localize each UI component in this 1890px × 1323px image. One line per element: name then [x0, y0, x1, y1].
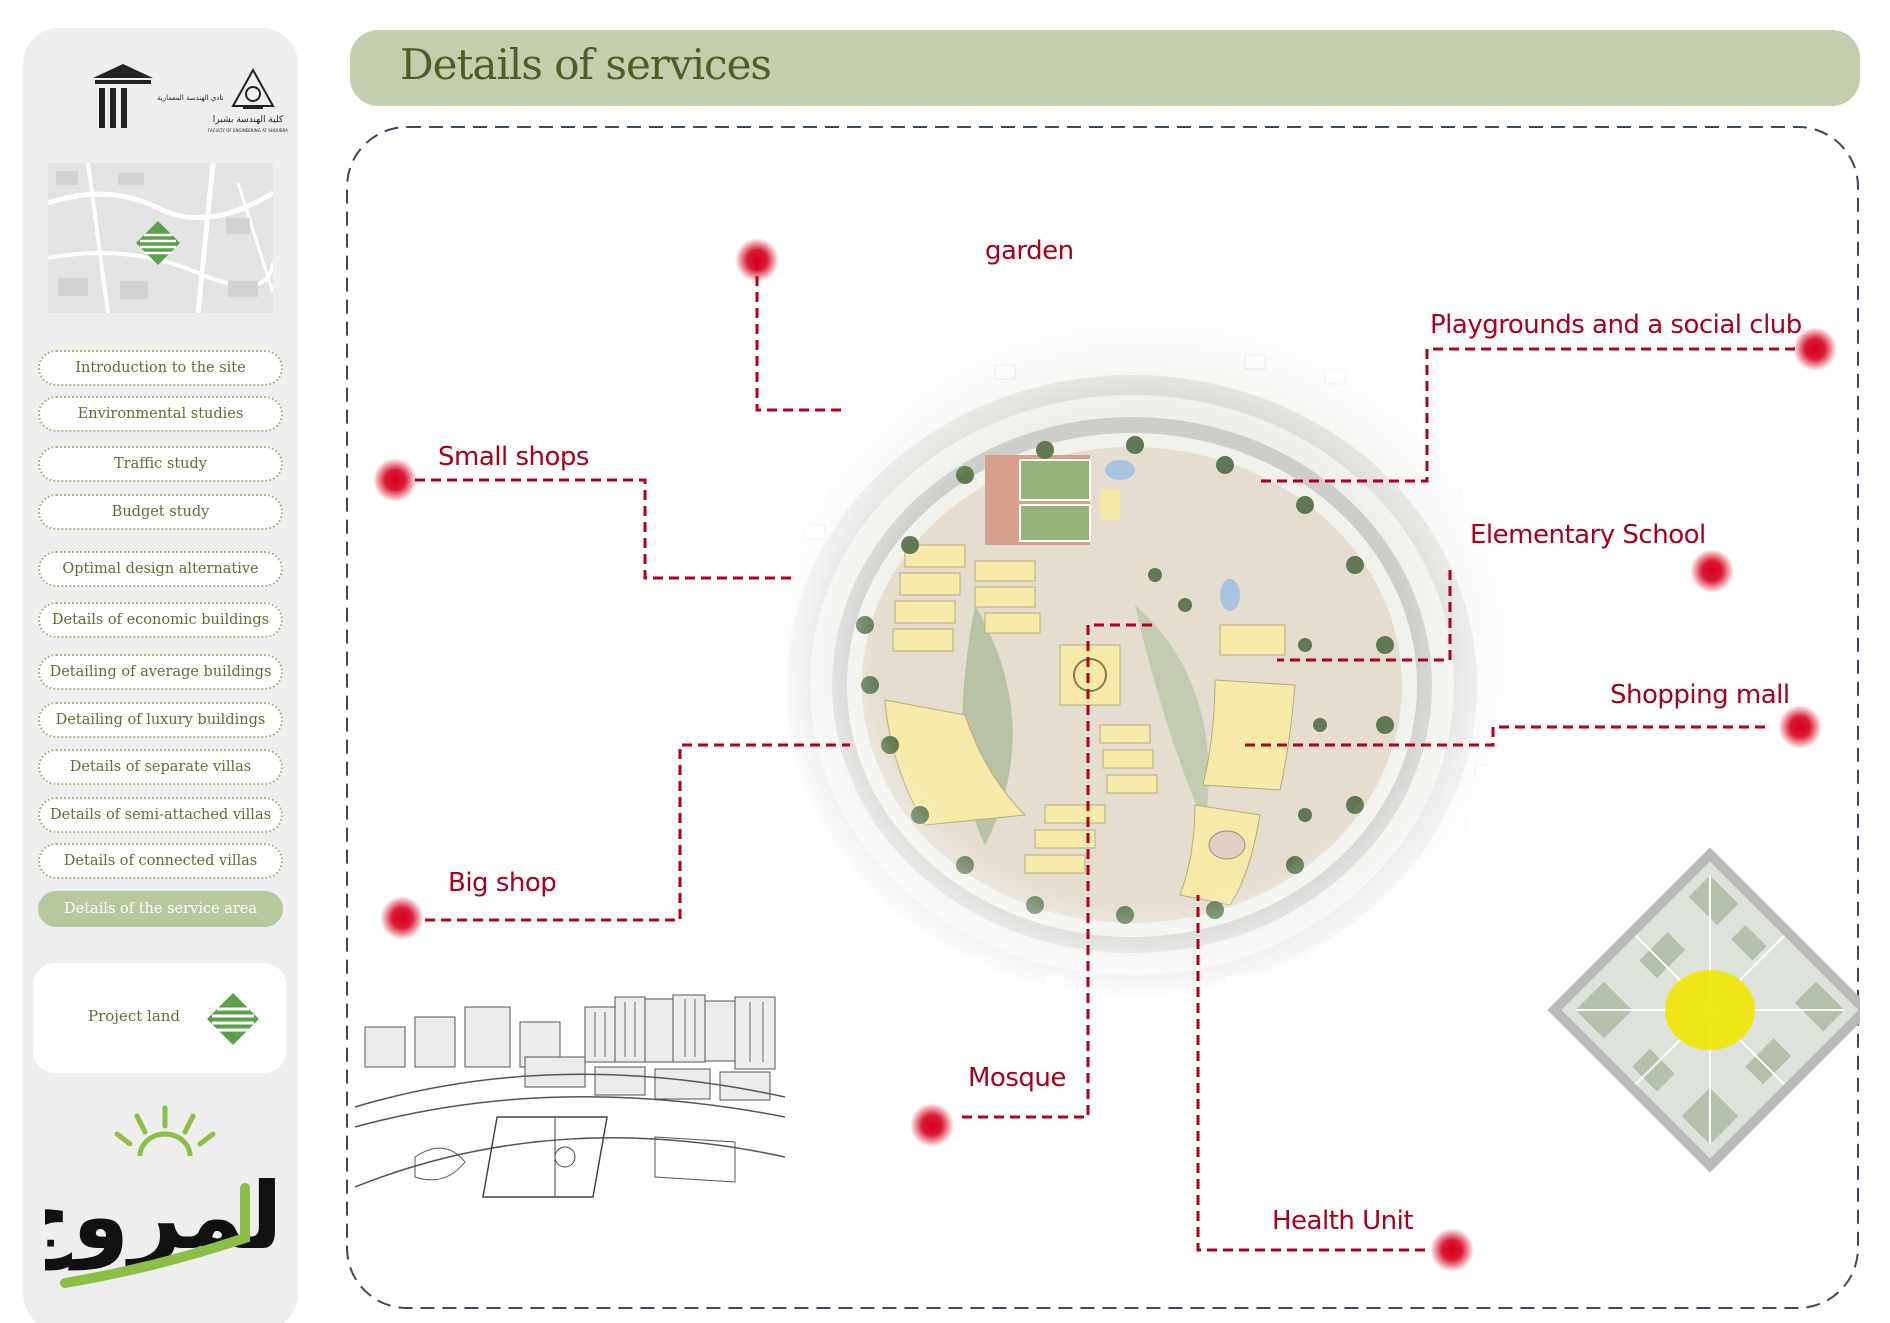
menu-item-budget[interactable]: Budget study: [38, 494, 283, 530]
logos: نادي الهندسة المعمارية كلية الهندسة بشبر…: [73, 50, 303, 140]
menu-item-connected-villas[interactable]: Details of connected villas: [38, 843, 283, 879]
small-shops-dot[interactable]: [373, 458, 417, 502]
site-minimap: [48, 163, 273, 313]
logo-right-subtext: FACULTY OF ENGINEERING AT SHOUBRA: [208, 128, 288, 133]
leader-lines: [415, 260, 1795, 1252]
location-keymap: [1547, 847, 1860, 1173]
content-frame: [346, 126, 1860, 1309]
menu-item-economic-buildings[interactable]: Details of economic buildings: [38, 602, 283, 638]
garden-dot[interactable]: [735, 238, 779, 282]
big-shop-dot[interactable]: [380, 896, 424, 940]
elementary-school-dot[interactable]: [1690, 549, 1734, 593]
almorooj-brand-logo: المروج: [45, 1105, 275, 1288]
callout-small-shops: Small shops: [438, 442, 589, 472]
legend-label: Project land: [88, 1007, 181, 1025]
dashed-frame-border: [346, 126, 1859, 1309]
health-unit-dot[interactable]: [1430, 1228, 1474, 1272]
project-land-icon: [136, 221, 180, 265]
logo-right-text: كلية الهندسة بشبرا: [213, 115, 284, 125]
shopping-mall-dot[interactable]: [1778, 705, 1822, 749]
callout-dots: [373, 238, 1837, 1272]
legend: Project land: [33, 963, 286, 1073]
menu-item-semi-attached-villas[interactable]: Details of semi-attached villas: [38, 797, 283, 833]
3d-render-view: [354, 987, 786, 1237]
sidebar: نادي الهندسة المعمارية كلية الهندسة بشبر…: [23, 28, 298, 1323]
page-title: Details of services: [400, 40, 772, 89]
menu-item-introduction[interactable]: Introduction to the site: [38, 350, 283, 386]
callout-big-shop: Big shop: [448, 868, 557, 898]
callout-playgrounds: Playgrounds and a social club: [1430, 310, 1802, 340]
menu-item-traffic[interactable]: Traffic study: [38, 446, 283, 482]
menu-item-separate-villas[interactable]: Details of separate villas: [38, 749, 283, 785]
brand-text: المروج: [45, 1163, 275, 1271]
menu-item-optimal-design[interactable]: Optimal design alternative: [38, 551, 283, 587]
callout-garden: garden: [985, 236, 1074, 266]
project-land-legend-icon: [207, 993, 259, 1045]
faculty-logos: نادي الهندسة المعمارية كلية الهندسة بشبر…: [93, 64, 288, 133]
master-plan: [765, 305, 1525, 1005]
header-bar: Details of services: [350, 30, 1860, 106]
playgrounds-dot[interactable]: [1793, 327, 1837, 371]
callout-mosque: Mosque: [968, 1063, 1066, 1093]
menu-item-environmental[interactable]: Environmental studies: [38, 396, 283, 432]
menu-item-luxury-buildings[interactable]: Detailing of luxury buildings: [38, 702, 283, 738]
menu-item-service-area[interactable]: Details of the service area: [38, 891, 283, 927]
logo-left-text: نادي الهندسة المعمارية: [157, 94, 224, 102]
callout-elementary-school: Elementary School: [1470, 520, 1706, 550]
mosque-dot[interactable]: [910, 1103, 954, 1147]
callout-health-unit: Health Unit: [1272, 1206, 1414, 1236]
callout-shopping-mall: Shopping mall: [1610, 680, 1790, 710]
menu-item-average-buildings[interactable]: Detailing of average buildings: [38, 654, 283, 690]
